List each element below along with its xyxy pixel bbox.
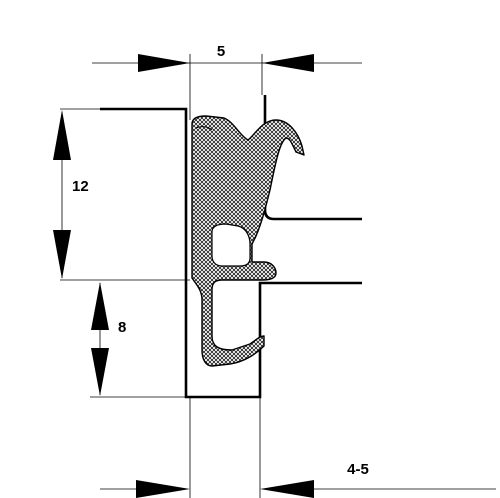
right-sash <box>263 95 362 221</box>
dim-label-lower-height: 8 <box>118 319 126 336</box>
gasket-lip-line <box>195 126 213 131</box>
dim-label-bottom-gap: 4-5 <box>347 461 369 478</box>
gasket-chamber <box>211 223 251 267</box>
seal-gasket <box>191 115 305 367</box>
arrow-12-up <box>53 110 71 160</box>
arrow-12-down <box>53 230 71 279</box>
arrow-top-right <box>262 54 314 72</box>
left-frame <box>100 107 362 399</box>
arrow-bottom-left <box>136 480 190 498</box>
dim-label-top: 5 <box>217 43 225 60</box>
dim-label-upper-height: 12 <box>72 178 89 195</box>
gasket-lower-cavity <box>214 284 252 340</box>
arrow-bottom-right <box>260 480 314 498</box>
arrow-8-down <box>91 348 109 396</box>
dimension-arrows <box>53 54 314 498</box>
arrow-top-left <box>138 54 190 72</box>
arrow-8-up <box>91 282 109 330</box>
